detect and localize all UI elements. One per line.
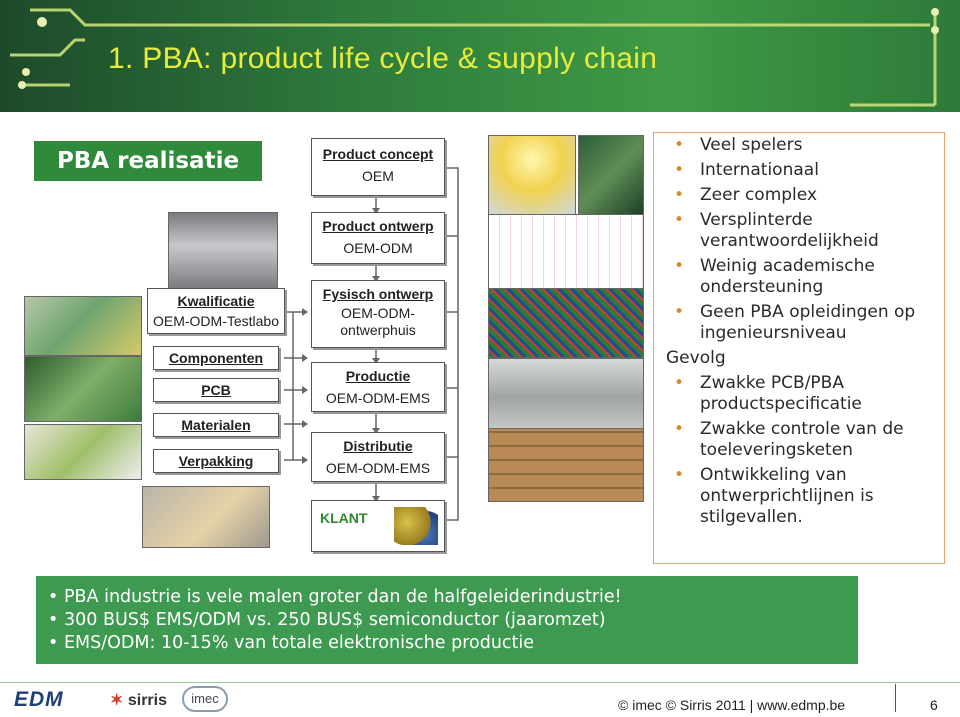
flow-sub: OEM-ODM- ontwerphuis [340,305,416,338]
slide-title: 1. PBA: product life cycle & supply chai… [108,42,658,75]
summary-item: 300 BUS$ EMS/ODM vs. 250 BUS$ semiconduc… [44,609,850,632]
flow-title: Product concept [322,146,434,162]
left-verpakking: Verpakking [153,449,279,473]
klant-label: KLANT [320,510,368,526]
summary-item: PBA industrie is vele malen groter dan d… [44,586,850,609]
sirris-logo: ✶ sirris [110,690,167,710]
left-componenten: Componenten [153,346,279,370]
imec-logo-text: imec [191,691,219,706]
bullets-header: Gevolg [666,348,726,368]
sirris-logo-mark: ✶ [110,692,124,709]
flow-distributie: Distributie OEM-ODM-EMS [311,432,445,482]
distribution-photo [488,428,644,502]
left-title: Componenten [168,350,264,366]
imec-logo: imec [182,686,228,712]
left-sub: OEM-ODM-Testlabo [152,313,280,329]
summary-box: PBA industrie is vele malen groter dan d… [36,576,858,664]
pba-realisatie-badge: PBA realisatie [34,141,262,181]
flow-sub: OEM-ODM-EMS [325,390,431,406]
bullet-item: Internationaal [666,160,936,181]
production-photo [488,358,644,430]
left-materialen: Materialen [153,413,279,437]
edm-logo-text: EDM [14,688,64,711]
bullet-item: Ontwikkeling van ontwerprichtlijnen is s… [666,465,936,528]
left-title: Materialen [181,417,251,433]
lab-machine-photo [168,212,278,296]
flow-sub: OEM-ODM-EMS [325,460,431,476]
left-title: Kwalificatie [177,293,255,309]
flow-fysisch-ontwerp: Fysisch ontwerp OEM-ODM- ontwerphuis [311,280,445,348]
flow-title: Fysisch ontwerp [322,286,434,302]
bullet-item: Geen PBA opleidingen op ingenieursniveau [666,302,936,344]
concept-meeting-photo [488,135,576,215]
bullets-panel: Veel spelers Internationaal Zeer complex… [653,132,945,564]
schematic-photo [488,214,644,290]
materials-photo [24,424,142,480]
bullet-item: Zwakke PCB/PBA productspecificatie [666,373,936,415]
edm-logo: EDM [14,688,64,712]
left-pcb: PCB [153,378,279,402]
coins-icon [394,507,438,545]
flow-title: Distributie [343,438,413,454]
flow-sub: OEM-ODM [343,240,413,256]
flow-title: Productie [345,368,411,384]
left-title: PCB [201,382,231,398]
header-circuit-decoration [10,8,939,107]
sirris-logo-text: sirris [127,692,167,709]
left-kwalificatie: Kwalificatie OEM-ODM-Testlabo [147,288,285,334]
layout-photo [488,288,644,358]
footer-copyright: © imec © Sirris 2011 | www.edmp.be [618,697,846,713]
bullet-item: Weinig academische ondersteuning [666,256,936,298]
pcb-photo [24,356,142,422]
flow-product-ontwerp: Product ontwerp OEM-ODM [311,212,445,264]
bullet-item: Zeer complex [666,185,936,206]
slide-header: 1. PBA: product life cycle & supply chai… [0,0,960,112]
footer-divider [0,682,960,683]
bullet-item: Zwakke controle van de toeleveringsketen [666,419,936,461]
flow-product-concept: Product concept OEM [311,138,445,196]
packaging-photo [142,486,270,548]
bullet-item: Versplinterde verantwoordelijkheid [666,210,936,252]
pcb-board-photo [578,135,644,215]
components-photo [24,296,142,356]
page-number: 6 [930,697,938,713]
flow-sub: OEM [362,168,394,184]
flow-klant: KLANT [311,500,445,552]
flow-title: Product ontwerp [322,218,434,234]
summary-item: EMS/ODM: 10-15% van totale elektronische… [44,632,850,655]
left-title: Verpakking [178,453,254,469]
footer-separator [895,684,896,712]
flow-productie: Productie OEM-ODM-EMS [311,362,445,412]
bullet-item: Veel spelers [666,135,936,156]
